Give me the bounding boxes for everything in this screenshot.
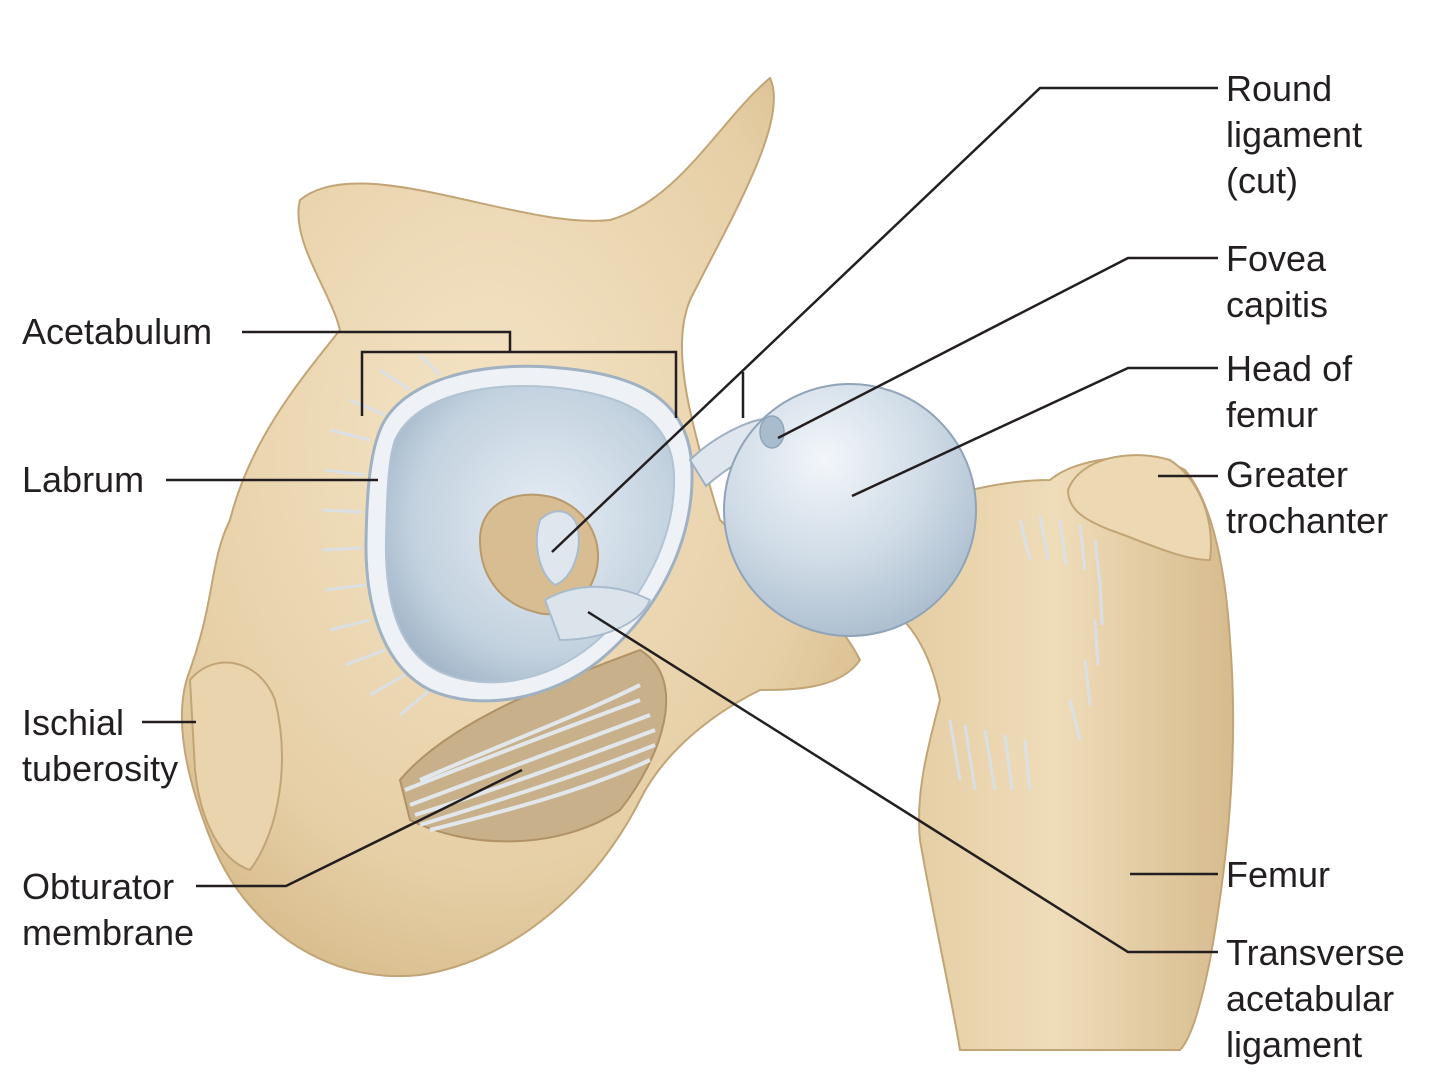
label-head-of-femur: Head of femur [1226,346,1352,438]
ischial-tuberosity-shape [188,661,283,872]
label-labrum: Labrum [22,457,144,503]
label-greater-trochanter: Greater trochanter [1226,452,1388,544]
label-transverse-acetabular-ligament: Transverse acetabular ligament [1226,930,1405,1068]
leader-acetabulum [242,330,512,352]
label-transverse-line1: Transverse [1226,932,1405,973]
obturator-foramen [398,648,668,843]
label-head-of-femur-line2: femur [1226,394,1319,435]
labrum-fibers [321,353,442,717]
capsule-fibers [948,514,1104,791]
leader-obturator-membrane [196,768,523,888]
label-acetabulum-line1: Acetabulum [22,311,213,352]
label-obturator-membrane: Obturator membrane [22,864,194,956]
label-ischial-line1: Ischial [22,702,125,743]
label-femur-line1: Femur [1226,854,1331,895]
leader-lines [142,86,1218,954]
label-obturator-line1: Obturator [22,866,175,907]
femoral-head [723,383,977,637]
label-round-ligament-line1: Round [1226,68,1333,109]
label-acetabulum: Acetabulum [22,309,212,355]
obturator-membrane-fibers [404,683,656,832]
label-ischial-tuberosity: Ischial tuberosity [22,700,178,792]
label-round-ligament-line2: ligament [1226,114,1363,155]
label-transverse-line3: ligament [1226,1024,1363,1065]
label-fovea-capitis-line1: Fovea [1226,238,1327,279]
greater-trochanter-shape [1066,454,1212,562]
label-fovea-capitis: Fovea capitis [1226,236,1328,328]
fovea-capitis-pit [759,415,785,449]
label-head-of-femur-line1: Head of [1226,348,1353,389]
label-femur: Femur [1226,852,1330,898]
leader-head-of-femur [851,366,1218,498]
label-round-ligament: Round ligament (cut) [1226,66,1362,204]
label-transverse-line2: acetabular [1226,978,1395,1019]
acetabulum-bracket [360,350,678,418]
label-greater-trochanter-line1: Greater [1226,454,1349,495]
leader-fovea-capitis [777,256,1218,440]
label-round-ligament-line3: (cut) [1226,160,1298,201]
transverse-acetabular-ligament-shape [543,585,652,642]
label-obturator-line2: membrane [22,912,195,953]
label-labrum-line1: Labrum [22,459,145,500]
femur-bone [879,456,1235,1051]
leader-round-ligament [551,86,1218,553]
label-fovea-capitis-line2: capitis [1226,284,1329,325]
leader-transverse-acetabular-ligament [587,610,1218,954]
label-greater-trochanter-line2: trochanter [1226,500,1389,541]
label-ischial-line2: tuberosity [22,748,179,789]
